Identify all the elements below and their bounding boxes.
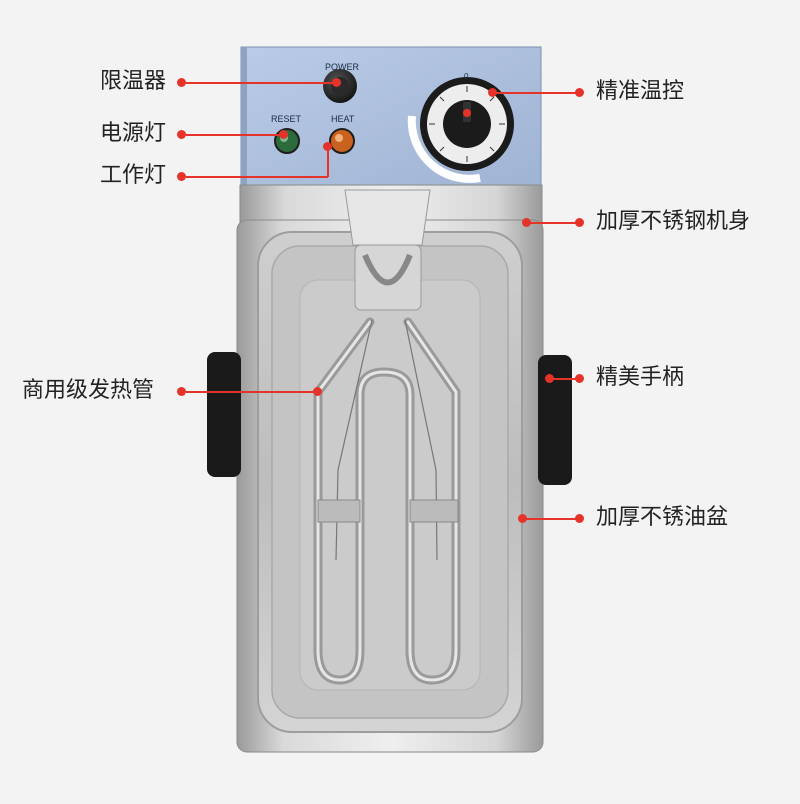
- leader-line-thermostat: [492, 92, 580, 94]
- leader-dot-work-light: [177, 172, 186, 181]
- callout-body: 加厚不锈钢机身: [596, 209, 751, 234]
- leader-dot-handle: [545, 374, 554, 383]
- leader-dot-oil-pan: [518, 514, 527, 523]
- leader-dot-body: [522, 218, 531, 227]
- leader-dot-limiter: [177, 78, 186, 87]
- leader-dot-heating-tube: [177, 387, 186, 396]
- dial-ticks: [429, 86, 505, 162]
- heat-light: [329, 128, 355, 154]
- callout-limiter: 限温器: [100, 69, 167, 94]
- callout-heating-tube: 商用级发热管: [22, 378, 155, 403]
- leader-dot-body-end: [575, 218, 584, 227]
- leader-dot-handle-end: [575, 374, 584, 383]
- leader-dot-work-light-end: [323, 142, 332, 151]
- callout-power-light: 电源灯: [100, 121, 167, 146]
- leader-line-heating-tube: [186, 391, 318, 393]
- right-handle: [538, 355, 572, 485]
- leader-dot-power-light: [177, 130, 186, 139]
- leader-line-limiter: [186, 82, 336, 84]
- leader-dot-power-light-end: [279, 130, 288, 139]
- power-label: POWER: [325, 62, 360, 72]
- leader-line-power-light: [186, 134, 284, 136]
- leader-line-work-light-h: [186, 176, 328, 178]
- callout-work-light: 工作灯: [100, 163, 167, 188]
- leader-line-handle: [550, 378, 580, 380]
- callout-handle: 精美手柄: [596, 365, 685, 390]
- callout-oil-pan: 加厚不锈油盆: [596, 505, 729, 530]
- leader-dot-oil-pan-end: [575, 514, 584, 523]
- heat-label: HEAT: [331, 114, 355, 124]
- leader-dot-heating-tube-end: [313, 387, 322, 396]
- reset-label: RESET: [271, 114, 302, 124]
- leader-line-oil-pan: [524, 518, 580, 520]
- left-handle: [207, 352, 241, 477]
- leader-dot-thermostat-end: [575, 88, 584, 97]
- callout-thermostat: 精准温控: [596, 79, 685, 104]
- dial-min-label: 0: [464, 72, 469, 81]
- leader-line-work-light-v: [327, 146, 329, 177]
- leader-dot-limiter-end: [332, 78, 341, 87]
- leader-line-body: [528, 222, 580, 224]
- leader-dot-thermostat: [488, 88, 497, 97]
